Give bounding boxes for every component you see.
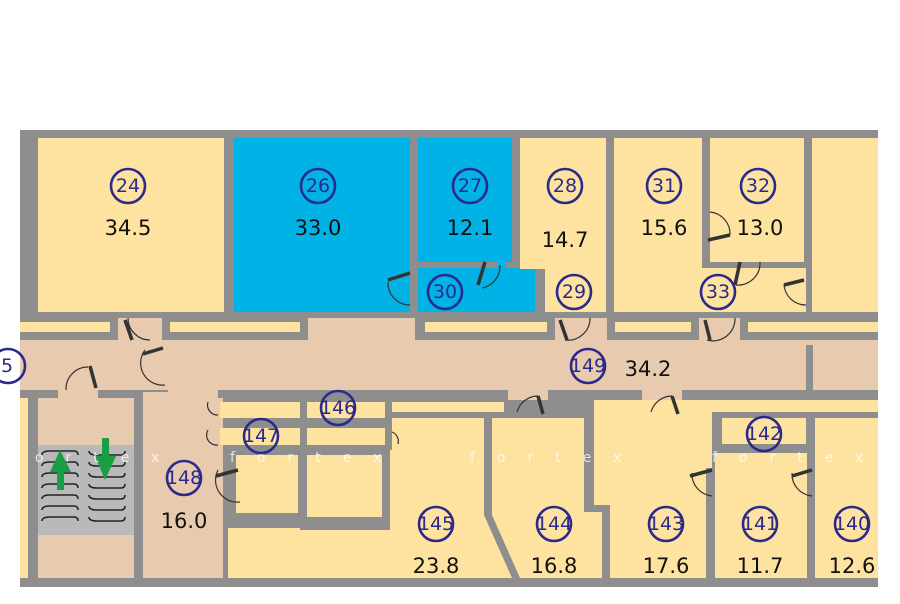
room-area: 16.0 xyxy=(161,509,208,533)
room-142[interactable] xyxy=(722,418,806,444)
room-144[interactable] xyxy=(492,418,602,578)
strip xyxy=(20,322,110,332)
room-number: 25 xyxy=(0,355,13,377)
room-number-badge xyxy=(739,167,777,205)
room-number: 140 xyxy=(834,513,870,535)
room-number-badge xyxy=(451,167,489,205)
room-area: 34.2 xyxy=(625,357,672,381)
room-number: 147 xyxy=(243,425,279,447)
watermark: fortex xyxy=(470,450,643,466)
room-148[interactable] xyxy=(143,392,223,578)
staircase xyxy=(38,445,134,535)
room-number: 29 xyxy=(562,281,586,303)
strip xyxy=(748,322,878,332)
room-number-badge xyxy=(165,459,203,497)
room-number: 33 xyxy=(706,281,730,303)
room-28-floor xyxy=(520,255,606,269)
strip xyxy=(425,322,547,332)
room-area: 11.7 xyxy=(737,554,784,578)
room-area: 12.1 xyxy=(447,216,494,240)
room-number: 30 xyxy=(433,281,457,303)
doorway xyxy=(58,388,98,398)
room-147-part xyxy=(307,428,385,445)
watermark: fortex xyxy=(712,450,885,466)
room-number-badge xyxy=(426,273,464,311)
room-area: 17.6 xyxy=(643,554,690,578)
room-number-badge xyxy=(645,167,683,205)
room-number-badge xyxy=(699,273,737,311)
room-area: 14.7 xyxy=(542,228,589,252)
room-number: 143 xyxy=(648,513,684,535)
room-number-badge xyxy=(0,347,27,385)
room-number: 142 xyxy=(746,423,782,445)
room-number: 28 xyxy=(553,175,577,197)
room-area: 16.8 xyxy=(531,554,578,578)
room-147[interactable] xyxy=(220,428,300,445)
room-number-badge xyxy=(546,167,584,205)
room-number: 26 xyxy=(306,175,330,197)
room-number-badge xyxy=(833,505,871,543)
room-number-badge xyxy=(535,505,573,543)
room-area: 33.0 xyxy=(295,216,342,240)
room-number-badge xyxy=(319,389,357,427)
room-number-badge xyxy=(299,167,337,205)
small-room-a[interactable] xyxy=(236,455,298,513)
arrow-up-icon xyxy=(50,450,71,490)
watermark: fortex xyxy=(8,450,181,466)
room-number: 149 xyxy=(570,355,606,377)
room-number-badge xyxy=(647,505,685,543)
room-number: 24 xyxy=(116,175,140,197)
room-number: 148 xyxy=(166,467,202,489)
room-146[interactable] xyxy=(220,402,300,418)
room-area: 15.6 xyxy=(641,216,688,240)
room-number: 145 xyxy=(418,513,454,535)
room-number: 27 xyxy=(458,175,482,197)
room-number: 144 xyxy=(536,513,572,535)
room-number: 146 xyxy=(320,397,356,419)
room-number-badge xyxy=(555,273,593,311)
room-28[interactable] xyxy=(520,138,606,262)
strip xyxy=(170,322,300,332)
strip xyxy=(692,400,878,412)
room-area: 23.8 xyxy=(413,554,460,578)
room-32[interactable] xyxy=(710,138,804,262)
room-area: 12.6 xyxy=(829,554,876,578)
room-143[interactable] xyxy=(594,400,712,578)
room-number-badge xyxy=(741,505,779,543)
room-number-badge xyxy=(417,505,455,543)
room-number-badge xyxy=(109,167,147,205)
strip xyxy=(392,402,504,412)
room-number-badge xyxy=(745,415,783,453)
room-number: 141 xyxy=(742,513,778,535)
room-145[interactable] xyxy=(228,418,512,578)
small-room-b[interactable] xyxy=(307,455,382,517)
room-24[interactable] xyxy=(38,138,224,312)
room-number-badge xyxy=(569,347,607,385)
strip xyxy=(20,398,28,578)
room-number: 31 xyxy=(652,175,676,197)
room-number: 32 xyxy=(746,175,770,197)
room-146-part xyxy=(307,402,385,418)
watermark: fortex xyxy=(230,450,403,466)
strip xyxy=(615,322,691,332)
room-27[interactable] xyxy=(418,138,512,262)
room-30[interactable] xyxy=(418,260,535,312)
room-area: 34.5 xyxy=(105,216,152,240)
room-31[interactable] xyxy=(614,138,702,312)
room-number-badge xyxy=(242,417,280,455)
room-area: 13.0 xyxy=(737,216,784,240)
wall xyxy=(806,345,813,392)
room-edge[interactable] xyxy=(812,138,878,312)
arrow-down-icon xyxy=(95,438,116,480)
room-140[interactable] xyxy=(815,418,878,578)
room-26[interactable] xyxy=(234,138,410,312)
doors xyxy=(65,211,813,503)
